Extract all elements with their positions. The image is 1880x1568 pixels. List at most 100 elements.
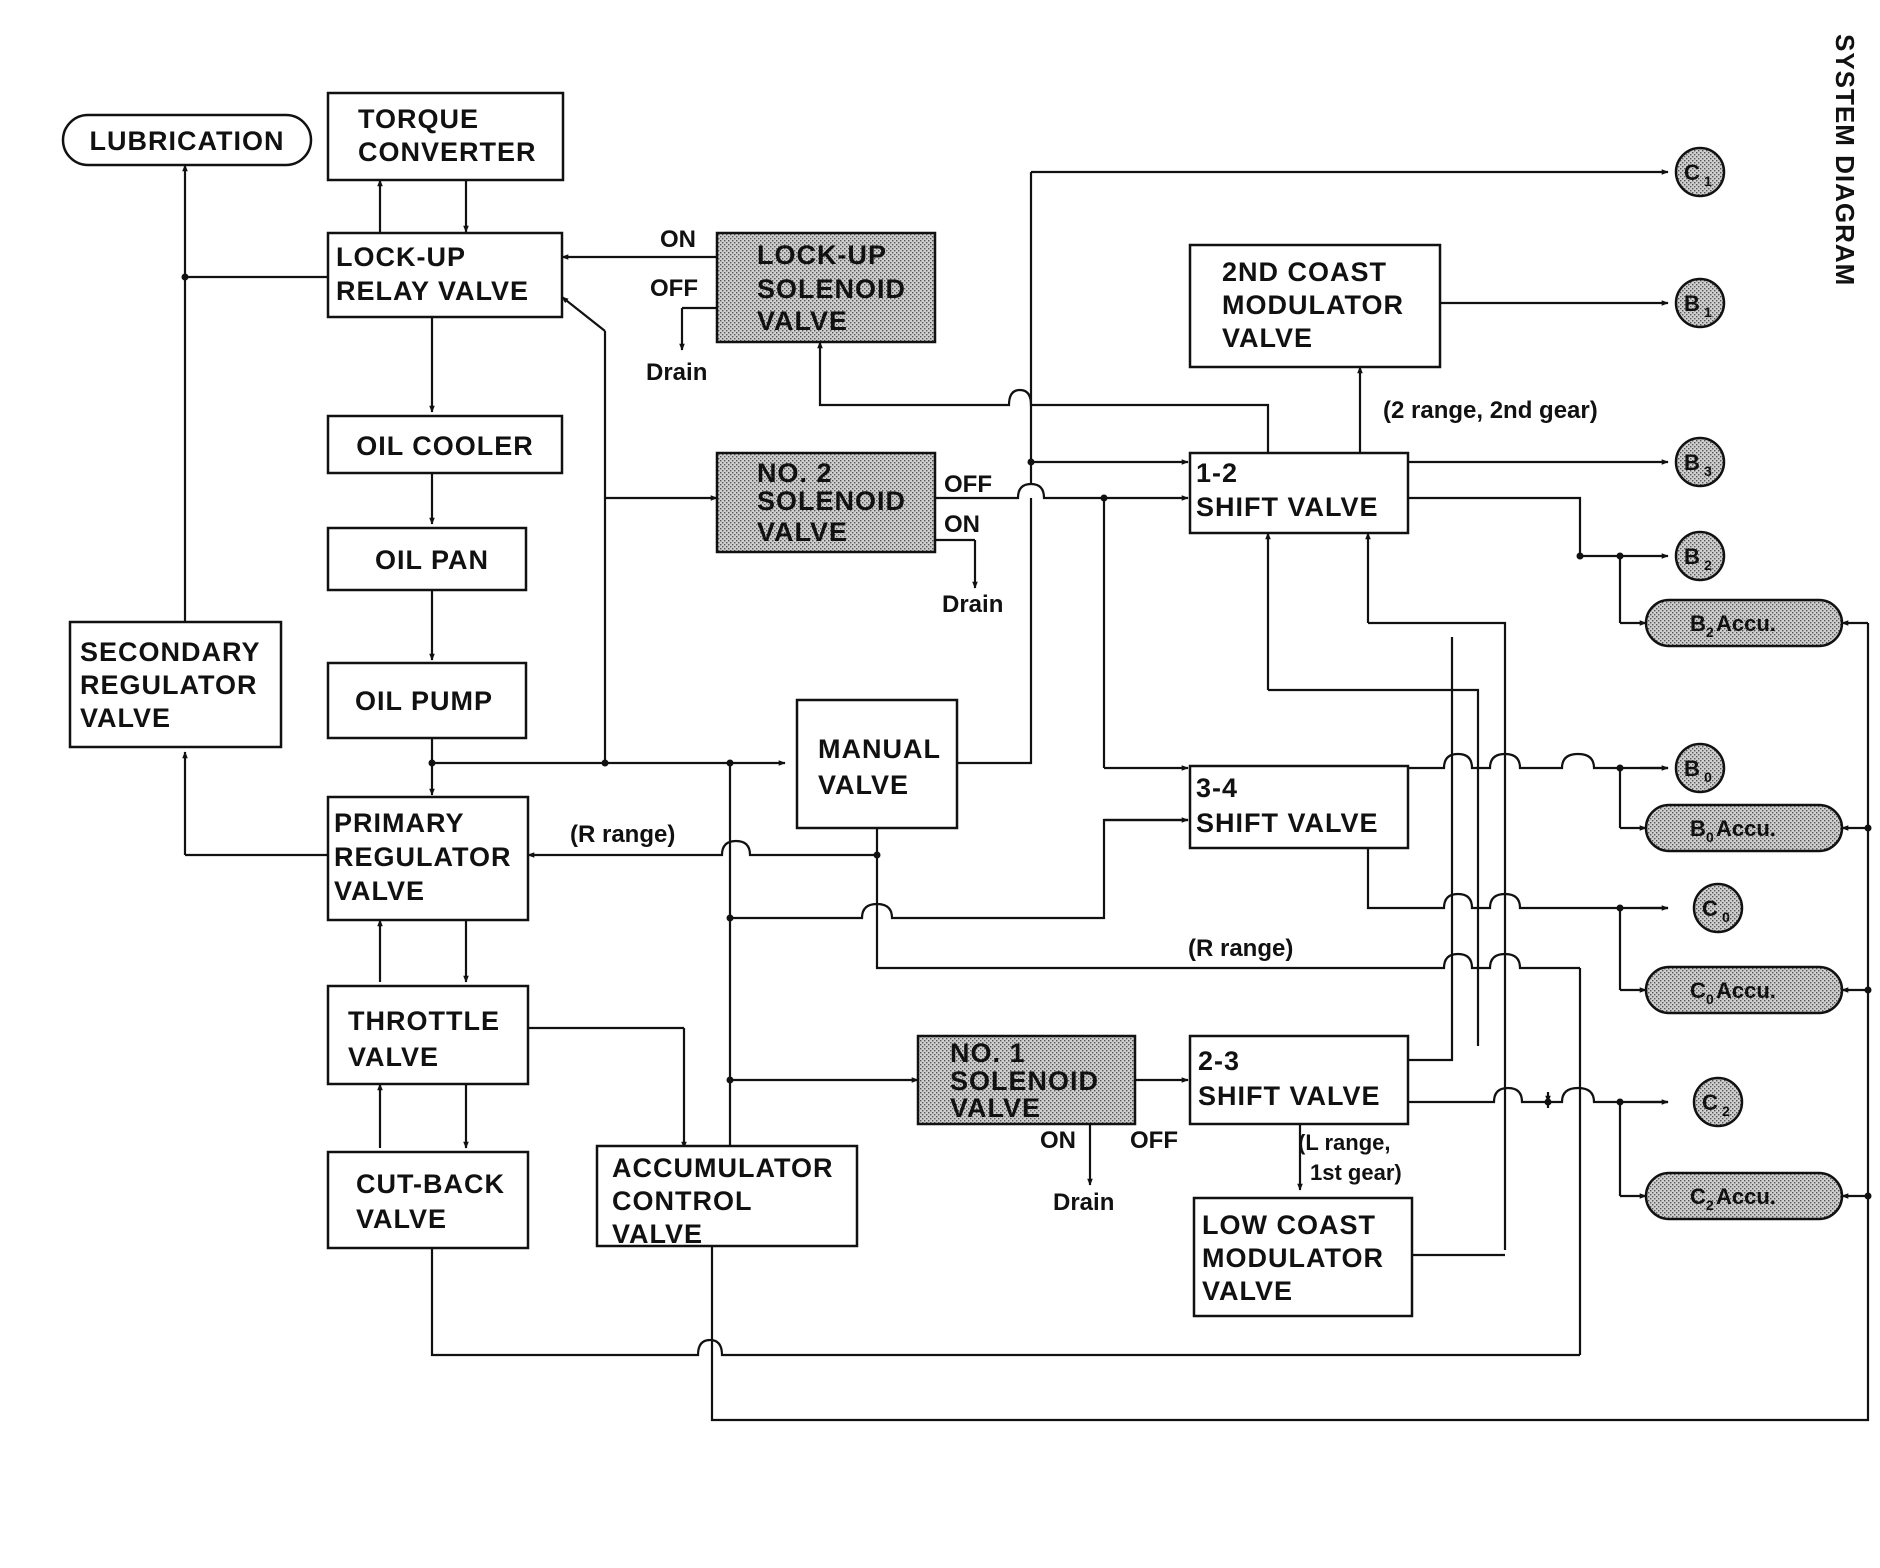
accumulator-control-valve-box: ACCUMULATOR CONTROL VALVE — [595, 1144, 859, 1249]
output-b0-main: B — [1684, 756, 1700, 781]
accumulator-control-line2: CONTROL — [612, 1186, 752, 1216]
lockup-solenoid-line2: SOLENOID — [757, 274, 906, 304]
primary-regulator-line1: PRIMARY — [334, 808, 465, 838]
no2-on-label: ON — [944, 511, 980, 538]
secondary-regulator-line1: SECONDARY — [80, 637, 261, 667]
accu-b2-sub: 2 — [1706, 624, 1714, 640]
no2-drain-label: Drain — [942, 591, 1003, 618]
shift-23-line1: 2-3 — [1198, 1046, 1240, 1076]
lockup-relay-valve-box: LOCK-UP RELAY VALVE — [326, 231, 564, 319]
output-c1-main: C — [1684, 160, 1700, 185]
no1-solenoid-line1: NO. 1 — [950, 1038, 1026, 1068]
second-coast-modulator-valve-box: 2ND COAST MODULATOR VALVE — [1188, 243, 1442, 369]
lockup-on-label: ON — [660, 226, 696, 253]
shift-23-line2: SHIFT VALVE — [1198, 1081, 1381, 1111]
low-coast-line1: LOW COAST — [1202, 1210, 1376, 1240]
second-coast-line3: VALVE — [1222, 323, 1313, 353]
lockup-relay-line2: RELAY VALVE — [336, 276, 529, 306]
shift-valve-23-box: 2-3 SHIFT VALVE — [1188, 1034, 1410, 1126]
oil-cooler-box: OIL COOLER — [326, 414, 564, 475]
primary-regulator-valve-box: PRIMARY REGULATOR VALVE — [326, 795, 530, 922]
secondary-regulator-line2: REGULATOR — [80, 670, 258, 700]
no2-off-label: OFF — [944, 471, 992, 498]
throttle-valve-box: THROTTLE VALVE — [326, 984, 530, 1086]
no1-drain-label: Drain — [1053, 1189, 1114, 1216]
manual-line1: MANUAL — [818, 734, 941, 764]
r-range-primary-label: (R range) — [570, 821, 675, 848]
cutback-line1: CUT-BACK — [356, 1169, 505, 1199]
range-2nd-label: (2 range, 2nd gear) — [1383, 397, 1598, 424]
accumulator-control-line3: VALVE — [612, 1219, 703, 1249]
oil-pan-box: OIL PAN — [326, 526, 528, 592]
no1-solenoid-line2: SOLENOID — [950, 1066, 1099, 1096]
output-b3: B 3 — [1674, 436, 1726, 488]
no2-solenoid-line3: VALVE — [757, 517, 848, 547]
torque-converter-line1: TORQUE — [358, 104, 479, 134]
low-coast-modulator-valve-box: LOW COAST MODULATOR VALVE — [1192, 1196, 1414, 1318]
output-c2-main: C — [1702, 1090, 1718, 1115]
output-b2-main: B — [1684, 544, 1700, 569]
no2-solenoid-line2: SOLENOID — [757, 486, 906, 516]
secondary-regulator-valve-box: SECONDARY REGULATOR VALVE — [68, 620, 283, 749]
shift-valve-12-box: 1-2 SHIFT VALVE — [1188, 451, 1410, 535]
accu-b2-suffix: Accu. — [1716, 611, 1776, 636]
throttle-line1: THROTTLE — [348, 1006, 500, 1036]
oil-cooler-label: OIL COOLER — [356, 431, 534, 461]
output-b0-sub: 0 — [1704, 769, 1712, 785]
primary-regulator-line3: VALVE — [334, 876, 425, 906]
output-c1: C 1 — [1674, 146, 1726, 198]
torque-converter-box: TORQUE CONVERTER — [326, 91, 565, 182]
output-b0: B 0 — [1674, 742, 1726, 794]
accu-c0-sub: 0 — [1706, 991, 1714, 1007]
connections — [181, 164, 1872, 1422]
l-range-line2: 1st gear) — [1310, 1160, 1402, 1185]
output-c1-sub: 1 — [1704, 173, 1712, 189]
output-b2: B 2 — [1674, 530, 1726, 582]
r-range-lower-label: (R range) — [1188, 935, 1293, 962]
accu-b0-suffix: Accu. — [1716, 816, 1776, 841]
lockup-solenoid-line1: LOCK-UP — [757, 240, 887, 270]
no1-on-label: ON — [1040, 1127, 1076, 1154]
no1-solenoid-valve-box: NO. 1 SOLENOID VALVE — [916, 1034, 1137, 1126]
primary-regulator-line2: REGULATOR — [334, 842, 512, 872]
lubrication-label: LUBRICATION — [90, 126, 285, 156]
throttle-line2: VALVE — [348, 1042, 439, 1072]
no1-off-label: OFF — [1130, 1127, 1178, 1154]
second-coast-line2: MODULATOR — [1222, 290, 1404, 320]
shift-34-line2: SHIFT VALVE — [1196, 808, 1379, 838]
cutback-valve-box: CUT-BACK VALVE — [326, 1150, 530, 1250]
shift-valve-34-box: 3-4 SHIFT VALVE — [1188, 764, 1410, 850]
output-c2: C 2 — [1692, 1076, 1744, 1128]
oil-pump-label: OIL PUMP — [355, 686, 493, 716]
cutback-line2: VALVE — [356, 1204, 447, 1234]
shift-12-line2: SHIFT VALVE — [1196, 492, 1379, 522]
lockup-solenoid-line3: VALVE — [757, 306, 848, 336]
lockup-solenoid-valve-box: LOCK-UP SOLENOID VALVE — [715, 231, 937, 344]
output-b1-sub: 1 — [1704, 304, 1712, 320]
lubrication-box: LUBRICATION — [61, 113, 313, 167]
shift-12-line1: 1-2 — [1196, 458, 1238, 488]
secondary-regulator-line3: VALVE — [80, 703, 171, 733]
lockup-relay-line1: LOCK-UP — [336, 242, 466, 272]
accu-b0-main: B — [1690, 816, 1706, 841]
accu-c0-suffix: Accu. — [1716, 978, 1776, 1003]
output-c0-main: C — [1702, 896, 1718, 921]
accu-c2-suffix: Accu. — [1716, 1184, 1776, 1209]
accumulator-control-line1: ACCUMULATOR — [612, 1153, 833, 1183]
page-title: SYSTEM DIAGRAM — [1830, 34, 1860, 286]
accu-b2-main: B — [1690, 611, 1706, 636]
low-coast-line2: MODULATOR — [1202, 1243, 1384, 1273]
oil-pump-box: OIL PUMP — [326, 661, 528, 740]
torque-converter-line2: CONVERTER — [358, 137, 537, 167]
manual-line2: VALVE — [818, 770, 909, 800]
lockup-drain-label: Drain — [646, 359, 707, 386]
output-b3-main: B — [1684, 450, 1700, 475]
output-b1: B 1 — [1674, 277, 1726, 329]
output-b2-sub: 2 — [1704, 557, 1712, 573]
low-coast-line3: VALVE — [1202, 1276, 1293, 1306]
accu-b0-sub: 0 — [1706, 829, 1714, 845]
accu-c2-sub: 2 — [1706, 1197, 1714, 1213]
oil-pan-label: OIL PAN — [375, 545, 489, 575]
l-range-line1: (L range, — [1298, 1130, 1391, 1155]
output-c0: C 0 — [1692, 882, 1744, 934]
